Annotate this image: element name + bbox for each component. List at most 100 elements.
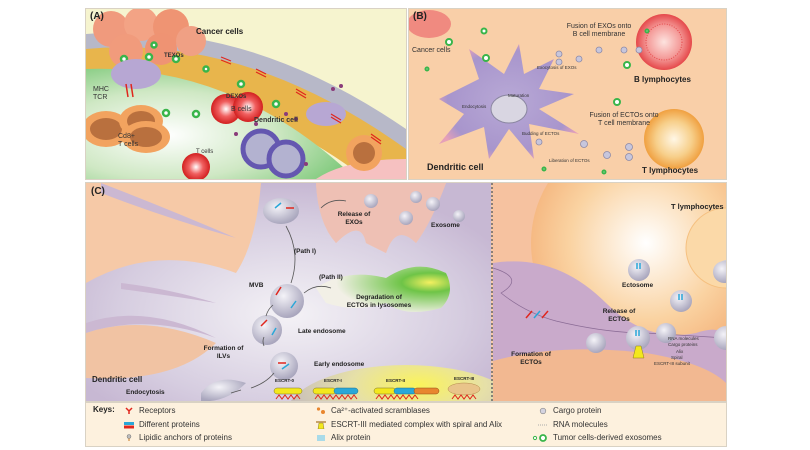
protrusion bbox=[101, 183, 236, 238]
key-item-scramblases: Ca²⁺-activated scramblases bbox=[316, 406, 430, 415]
treg-cells bbox=[240, 128, 306, 179]
label-degradation-line1: Degradation of bbox=[356, 294, 402, 301]
key-label: Alix protein bbox=[331, 433, 371, 442]
vesicle-proteins bbox=[260, 202, 683, 370]
key-label: ESCRT-III mediated complex with spiral a… bbox=[331, 420, 503, 429]
released-exosomes bbox=[364, 191, 465, 225]
label-tcr: TCR bbox=[93, 94, 108, 101]
key-item-rna-molecules: RNA molecules bbox=[538, 420, 608, 429]
label-b-lymphocytes: B lymphocytes bbox=[634, 75, 691, 84]
cancer-cells-cluster bbox=[93, 9, 206, 68]
nucleus bbox=[490, 94, 528, 124]
label-early-endosome: Early endosome bbox=[314, 361, 365, 368]
label-dexos: DEXOs bbox=[226, 94, 247, 100]
label-formation-ilvs-line2: ILVs bbox=[216, 353, 231, 360]
panel-c-tag: (C) bbox=[91, 186, 105, 197]
rna-molecule-icon bbox=[538, 421, 548, 429]
panel-b-illustration bbox=[409, 10, 704, 175]
protrusion bbox=[86, 315, 216, 338]
label-t-lymphocytes: T lymphocytes bbox=[642, 166, 699, 175]
ectosome bbox=[628, 259, 650, 281]
escrt3-spiral bbox=[632, 345, 645, 359]
key-label: Lipidic anchors of proteins bbox=[139, 433, 232, 442]
key-item-lipidic-anchors: Lipidic anchors of proteins bbox=[124, 433, 232, 442]
label-fusion-exos-line2: B cell membrane bbox=[572, 31, 626, 38]
label-release-exos-line1: Release of bbox=[337, 211, 371, 218]
lysosome bbox=[316, 266, 450, 312]
panel-a-illustration bbox=[86, 9, 406, 179]
panel-b: (B) Cancer cells Fusion of EXOs onto B c… bbox=[408, 8, 727, 180]
key-item-different-proteins: Different proteins bbox=[124, 420, 200, 429]
late-endosome bbox=[252, 315, 282, 345]
label-formation-ectos-line1: Formation of bbox=[511, 351, 551, 358]
label-escrt3: ESCRT-III bbox=[454, 376, 475, 381]
label-fusion-exos-line1: Fusion of EXOs onto bbox=[566, 23, 632, 30]
label-maturation: Maturation bbox=[508, 93, 530, 98]
key-label: Ca²⁺-activated scramblases bbox=[331, 406, 430, 415]
label-liberation: Liberation of ECTOs bbox=[549, 158, 590, 163]
receptor-icon bbox=[124, 406, 134, 415]
escrt-ubiquitin-marks bbox=[275, 394, 477, 400]
label-budding: Budding of ECTOs bbox=[522, 131, 560, 136]
key-label: Receptors bbox=[139, 406, 176, 415]
label-release-ectos-line1: Release of bbox=[602, 308, 636, 315]
mvb bbox=[270, 284, 304, 318]
dexos-particles bbox=[234, 84, 343, 166]
vesicles bbox=[535, 46, 643, 161]
keys-legend: Keys: Receptors Different proteins Lipid… bbox=[85, 402, 727, 447]
dendritic-cell-left bbox=[111, 59, 161, 89]
key-item-receptors: Receptors bbox=[124, 406, 175, 415]
key-label: Cargo protein bbox=[553, 406, 602, 415]
key-item-tumor-exosomes: Tumor cells-derived exosomes bbox=[532, 433, 662, 442]
label-degradation-line2: ECTOs in lysosomes bbox=[346, 302, 412, 309]
label-formation-ilvs-line1: Formation of bbox=[203, 345, 244, 352]
pathway-arrows bbox=[230, 199, 347, 394]
label-fusion-ectos-line2: T cell membrane bbox=[597, 120, 650, 127]
escrt3-complex-icon bbox=[316, 420, 326, 429]
escrt-complexes bbox=[273, 382, 481, 396]
mhc-tcr-receptor bbox=[125, 83, 134, 98]
orange-cell-nucleus bbox=[353, 142, 375, 164]
key-label: Tumor cells-derived exosomes bbox=[553, 433, 662, 442]
panel-a-tag: (A) bbox=[90, 11, 104, 22]
label-mhc: MHC bbox=[93, 86, 109, 93]
ectosome bbox=[670, 290, 692, 312]
label-formation-ectos-line2: ECTOs bbox=[520, 359, 542, 366]
scramblase-icon bbox=[316, 406, 326, 415]
mvb-fusing bbox=[263, 198, 299, 224]
tumor-exosomes bbox=[424, 27, 650, 175]
label-endocytosis: Endocytosis bbox=[126, 389, 165, 396]
different-proteins-icon bbox=[124, 421, 134, 429]
cd8-t-cells bbox=[86, 105, 170, 153]
panel-a: (A) Cancer cells TEXOs MHC TCR B cells D… bbox=[85, 8, 407, 180]
protrusion bbox=[121, 283, 216, 303]
label-cancer-cells: Cancer cells bbox=[412, 47, 451, 54]
ectosomes bbox=[656, 260, 726, 350]
panel-c-illustration bbox=[86, 183, 726, 401]
t-lymphocyte bbox=[644, 109, 704, 169]
label-t-lymphocytes: T lymphocytes bbox=[671, 202, 724, 211]
label-release-exos-line2: EXOs bbox=[345, 219, 363, 226]
ectosome-budding bbox=[586, 333, 606, 353]
ectosome-releasing bbox=[626, 326, 650, 350]
key-item-alix-protein: Alix protein bbox=[316, 433, 371, 442]
tight-junctions bbox=[220, 56, 382, 145]
panel-b-tag: (B) bbox=[413, 11, 427, 22]
label-cd8: Cd8+ bbox=[118, 133, 135, 140]
key-item-escrt3-complex: ESCRT-III mediated complex with spiral a… bbox=[316, 420, 502, 429]
label-cargo-proteins: Cargo proteins bbox=[668, 342, 698, 347]
label-dendritic-cell: Dendritic cell bbox=[427, 162, 484, 172]
key-label: RNA molecules bbox=[553, 420, 608, 429]
cancer-cell bbox=[409, 10, 451, 38]
label-b-cells: B cells bbox=[231, 106, 252, 113]
red-cell-bottom bbox=[182, 153, 210, 179]
tumor-exosome-icon bbox=[532, 433, 548, 442]
label-ectosome: Ectosome bbox=[622, 282, 654, 289]
label-cancer-cells: Cancer cells bbox=[196, 27, 244, 36]
endocytic-pit bbox=[201, 379, 246, 401]
label-escrt1: ESCRT-I bbox=[324, 378, 342, 383]
label-path-1: (Path I) bbox=[294, 248, 317, 255]
label-escrt0: ESCRT-0 bbox=[275, 378, 295, 383]
label-exosome: Exosome bbox=[431, 222, 460, 229]
label-dendritic-cell: Dendritic cell bbox=[92, 375, 143, 384]
